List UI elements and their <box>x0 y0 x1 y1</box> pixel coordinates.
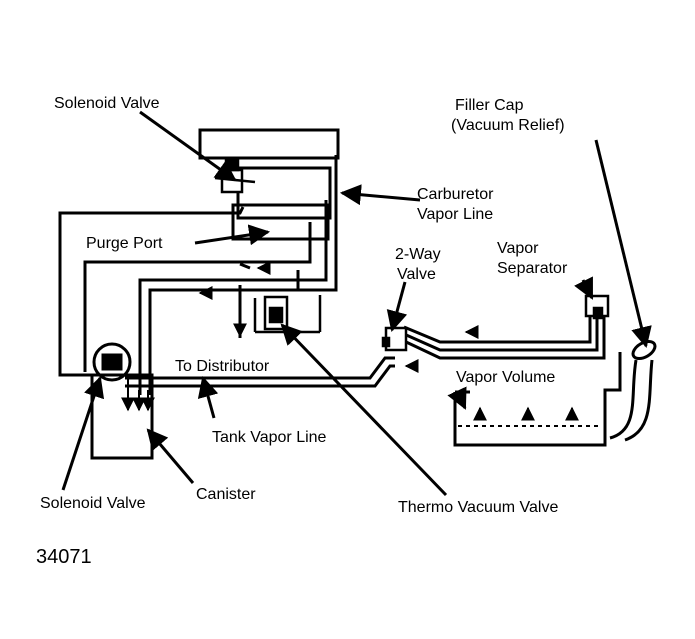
label-solenoid-valve-bottom: Solenoid Valve <box>40 495 146 512</box>
solenoid-valve-top <box>214 158 256 194</box>
label-tank-vapor-line: Tank Vapor Line <box>212 429 327 446</box>
fuel-tank <box>453 352 622 447</box>
flow-arrows <box>198 261 479 373</box>
label-vapor-volume: Vapor Volume <box>456 369 556 386</box>
thermo-vacuum-valve <box>253 295 322 334</box>
label-valve: Valve <box>397 266 436 283</box>
leader-arrows <box>61 110 652 497</box>
label-filler-cap: Filler Cap <box>455 97 524 114</box>
canister <box>90 342 155 460</box>
label-to-distributor: To Distributor <box>175 358 270 375</box>
label-solenoid-valve-top: Solenoid Valve <box>54 95 160 112</box>
label-2-way: 2-Way <box>395 246 441 263</box>
label-purge-port: Purge Port <box>86 235 163 252</box>
label-thermo-vacuum-valve: Thermo Vacuum Valve <box>398 499 559 516</box>
label-carburetor: Carburetor <box>417 186 494 203</box>
label-separator: Separator <box>497 260 568 277</box>
vapor-separator <box>584 294 610 320</box>
label-canister: Canister <box>196 486 256 503</box>
tank-vapor-line <box>125 300 606 388</box>
label-vacuum-relief: (Vacuum Relief) <box>451 117 565 134</box>
two-way-valve <box>381 326 408 352</box>
figure-number: 34071 <box>36 546 92 568</box>
purge-lines <box>58 155 338 395</box>
label-vapor: Vapor <box>497 240 539 257</box>
carburetor <box>198 128 340 241</box>
label-vapor-line: Vapor Line <box>417 206 494 223</box>
